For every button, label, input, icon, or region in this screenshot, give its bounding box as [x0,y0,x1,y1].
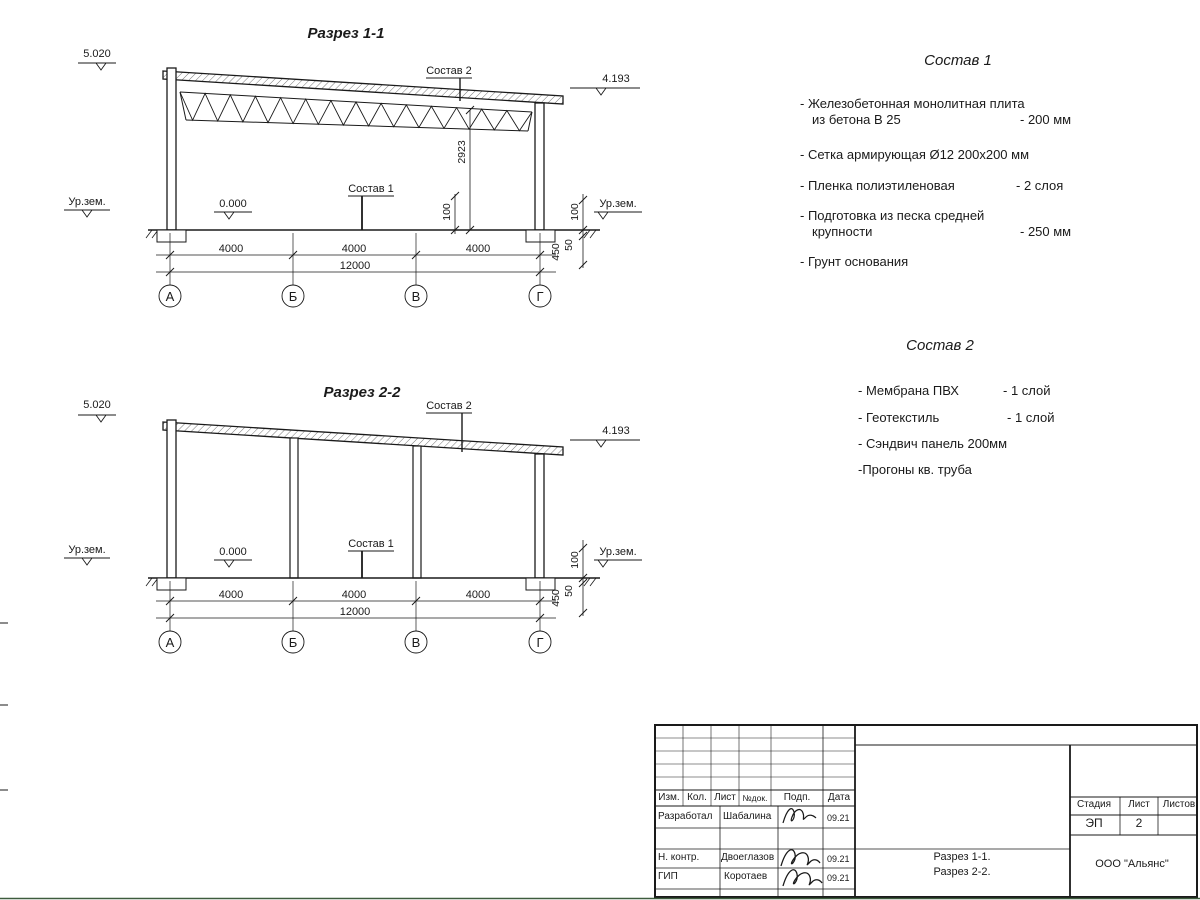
spec1-item3-value: - 2 слоя [1016,178,1064,193]
section1-dim-span-1: 4000 [218,243,244,255]
section2-axis-g: Г [536,635,544,650]
spec2-item3-line1: - Сэндвич панель 200мм [858,436,1008,451]
signature-gip [782,869,823,887]
section2-zero-mark: 0.000 [219,546,247,558]
titleblock-doc-title-line1: Разрез 1-1. [933,851,991,863]
spec1-item4-line2: крупности [812,224,873,239]
titleblock-row3-role: ГИП [658,871,678,882]
section1-ground-right: Ур.зем. [599,198,637,210]
spec1-item1-line2: из бетона В 25 [812,112,901,127]
section2-axis-v: В [411,635,421,650]
spec2-item2-value: - 1 слой [1007,410,1055,425]
titleblock-row1-date: 09.21 [827,813,850,823]
titleblock-row3-date: 09.21 [827,873,850,883]
section1-dim-span-2: 4000 [341,243,367,255]
section2-dim-right-100: 100 [569,551,581,569]
spec1-item1-value: - 200 мм [1020,112,1072,127]
section1-dim-slab: 100 [441,203,453,221]
spec2-item2-line1: - Геотекстиль [858,410,940,425]
titleblock-stage-value: ЭП [1085,816,1103,830]
section1-elevation-right: 4.193 [602,73,630,85]
section1-callout-floor: Состав 1 [348,183,394,195]
titleblock-doc-title-line2: Разрез 2-2. [933,866,991,878]
spec1-item2-line1: - Сетка армирующая Ø12 200х200 мм [800,147,1030,162]
section2-dim-span-1: 4000 [218,589,244,601]
titleblock-stage-label: Стадия [1076,799,1112,810]
section2-elevation-left: 5.020 [83,399,111,411]
titleblock-sheet-label: Лист [1128,799,1150,810]
titleblock-row1-role: Разработал [658,811,713,822]
spec1-item4-value: - 250 мм [1020,224,1072,239]
section2-elevation-right: 4.193 [602,425,630,437]
section2-dim-total: 12000 [339,606,371,618]
section2-axis-b: Б [288,635,298,650]
spec2-item4-line1: -Прогоны кв. труба [858,462,972,477]
titleblock-col-ndok: №док. [742,793,768,803]
section1-zero-mark: 0.000 [219,198,247,210]
signature-developer [782,808,817,824]
titleblock-grid [654,724,1198,898]
spec1-title: Состав 1 [924,52,992,69]
section2-dim-span-2: 4000 [341,589,367,601]
titleblock-sheets-label: Листов [1162,799,1196,810]
section1-title: Разрез 1-1 [307,25,385,42]
spec1-item1-line1: - Железобетонная монолитная плита [800,96,1025,111]
section2-ground-right: Ур.зем. [599,546,637,558]
section2-title: Разрез 2-2 [323,384,401,401]
section1-dim-span-3: 4000 [465,243,491,255]
section2-ground-left: Ур.зем. [68,544,106,556]
spec1-item3-line1: - Пленка полиэтиленовая [800,178,955,193]
section2-callout-floor: Состав 1 [348,538,394,550]
section2-dim-right-450: 450 [550,589,562,607]
spec2-item1-line1: - Мембрана ПВХ [858,383,959,398]
section1-dim-right-100: 100 [569,203,581,221]
signature-ncontrol [780,849,821,867]
section1-axis-v: В [411,289,421,304]
spec1-item5-line1: - Грунт основания [800,254,909,269]
section1-dim-right-450: 450 [550,243,562,261]
section1-axis-g: Г [536,289,544,304]
section1-dim-total: 12000 [339,260,371,272]
spec1-item4-line1: - Подготовка из песка средней [800,208,985,223]
section1-dim-height: 2923 [456,140,468,164]
section2-callout-roof: Состав 2 [426,400,472,412]
titleblock-col-list: Лист [714,792,736,803]
titleblock-col-kol: Кол. [687,792,707,803]
titleblock-row2-name: Двоеглазов [721,852,775,863]
titleblock-col-podp: Подп. [783,792,811,803]
section1-elevation-left: 5.020 [83,48,111,60]
section2-dim-right-50: 50 [563,585,575,597]
section-2-2-linework [64,412,642,654]
spec2-item1-value: - 1 слой [1003,383,1051,398]
titleblock-row1-name: Шабалина [723,811,772,822]
section1-callout-roof: Состав 2 [426,65,472,77]
titleblock-sheet-value: 2 [1135,816,1143,830]
titleblock-row2-date: 09.21 [827,854,850,864]
section1-axis-a: А [165,289,175,304]
section1-axis-b: Б [288,289,298,304]
titleblock-col-data: Дата [827,792,851,803]
section1-ground-left: Ур.зем. [68,196,106,208]
titleblock-row2-role: Н. контр. [658,852,700,863]
section-1-1-linework [64,62,642,308]
section2-dim-span-3: 4000 [465,589,491,601]
spec2-title: Состав 2 [906,337,974,354]
titleblock-col-izm: Изм. [658,792,680,803]
titleblock-company: ООО "Альянс" [1095,858,1169,870]
frame-marks [0,622,1200,900]
titleblock-row3-name: Коротаев [724,871,768,882]
section2-axis-a: А [165,635,175,650]
section1-dim-right-50: 50 [563,239,575,251]
